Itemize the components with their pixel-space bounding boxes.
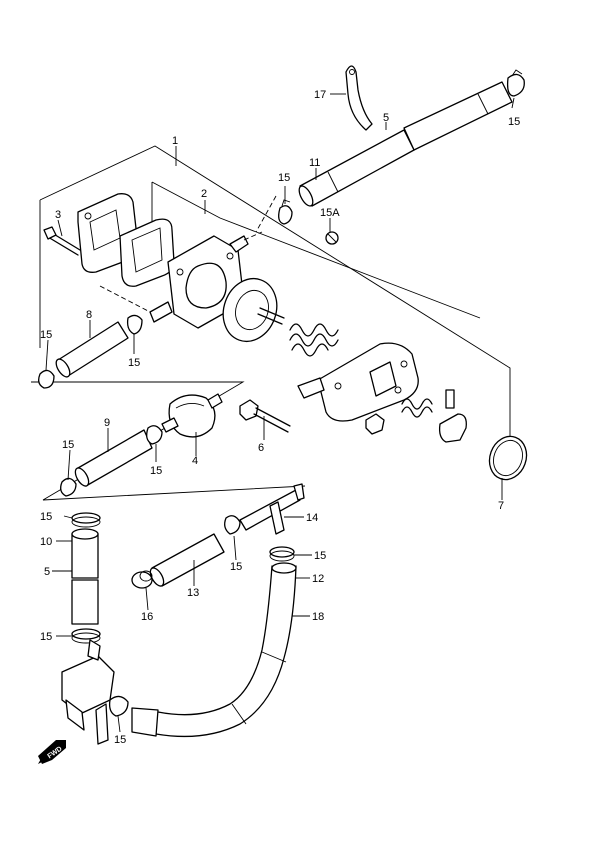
check-valve [438, 389, 467, 443]
callout-15-hose-8-left: 15 [40, 329, 52, 341]
callout-6: 6 [258, 442, 264, 454]
hose-clamp-8a [38, 369, 55, 389]
vertical-hose-part-10 [71, 528, 99, 579]
hose-part-8 [55, 321, 129, 378]
t-joint-part-14 [239, 483, 305, 535]
callout-5-upper: 5 [383, 112, 389, 124]
hose-part-9 [74, 429, 153, 487]
hose-clamp-lower-left-bottom [71, 628, 101, 644]
callout-15-hose-8-right: 15 [128, 357, 140, 369]
pump-rear-cover [297, 342, 419, 422]
clip-part-16 [131, 570, 153, 589]
callout-1: 1 [172, 135, 178, 147]
callout-15-hose-12: 15 [314, 550, 326, 562]
hose-clamp-upper-right [506, 69, 525, 97]
leader-lines [45, 93, 515, 733]
callout-15-vertical-bottom: 15 [40, 631, 52, 643]
callout-15-fitting: 15 [114, 734, 126, 746]
hose-clamp-part-12-top [269, 546, 295, 562]
callout-18: 18 [312, 611, 324, 623]
fuel-filter-part-4 [161, 393, 223, 438]
vertical-hose-part-5 [71, 579, 99, 625]
bracket-part-17 [345, 65, 373, 131]
callout-9: 9 [104, 417, 110, 429]
callout-15-hose-9-left: 15 [62, 439, 74, 451]
pump-diaphragm [222, 277, 285, 343]
diaphragm-spring [289, 323, 339, 357]
clip-part-15A [325, 231, 339, 245]
fwd-direction-badge: FWD [38, 740, 66, 764]
callout-13: 13 [187, 587, 199, 599]
callout-7: 7 [498, 500, 504, 512]
callout-16: 16 [141, 611, 153, 623]
hose-clamp-8b [126, 314, 143, 335]
callout-15-top-right: 15 [508, 116, 520, 128]
callout-12: 12 [312, 573, 324, 585]
callout-15-tjoint: 15 [230, 561, 242, 573]
hose-clamp-lower-fitting [108, 695, 129, 717]
callout-5-lower: 5 [44, 566, 50, 578]
callout-15A: 15A [320, 207, 340, 219]
hose-clamp-9b [146, 425, 163, 445]
hose-clamp-lower-left-top [71, 512, 101, 528]
callout-14: 14 [306, 512, 318, 524]
callout-15-hose-9-right: 15 [150, 465, 162, 477]
fuel-cock-fitting [61, 639, 115, 745]
callout-3: 3 [55, 209, 61, 221]
callout-10: 10 [40, 536, 52, 548]
pump-body-part-2 [149, 235, 249, 329]
check-valve-spring [401, 398, 433, 418]
hose-clamp-tjoint [224, 515, 241, 535]
assembly-axis-lines [99, 195, 277, 313]
hose-clamp-upper-mid [278, 199, 293, 225]
callout-labels: 1 2 3 4 5 5 6 7 8 9 10 11 12 13 14 15 15… [40, 89, 520, 746]
callout-15-vertical-top: 15 [40, 511, 52, 523]
long-hose-part-18 [155, 562, 297, 738]
upper-hose-part-11 [298, 129, 415, 207]
hose-part-13 [149, 533, 225, 587]
callout-17: 17 [314, 89, 326, 101]
small-nut [365, 413, 385, 435]
hose-end-bend [131, 707, 159, 737]
hose-clamp-9a [60, 477, 77, 497]
bolt-part-6 [239, 399, 291, 433]
upper-hose-part-5 [403, 81, 513, 151]
callout-8: 8 [86, 309, 92, 321]
callout-2: 2 [201, 188, 207, 200]
o-ring-part-7 [488, 435, 528, 481]
screw-part-3 [43, 226, 81, 256]
callout-11: 11 [309, 157, 320, 169]
callout-4: 4 [192, 455, 198, 467]
callout-15-upper-mid: 15 [278, 172, 290, 184]
